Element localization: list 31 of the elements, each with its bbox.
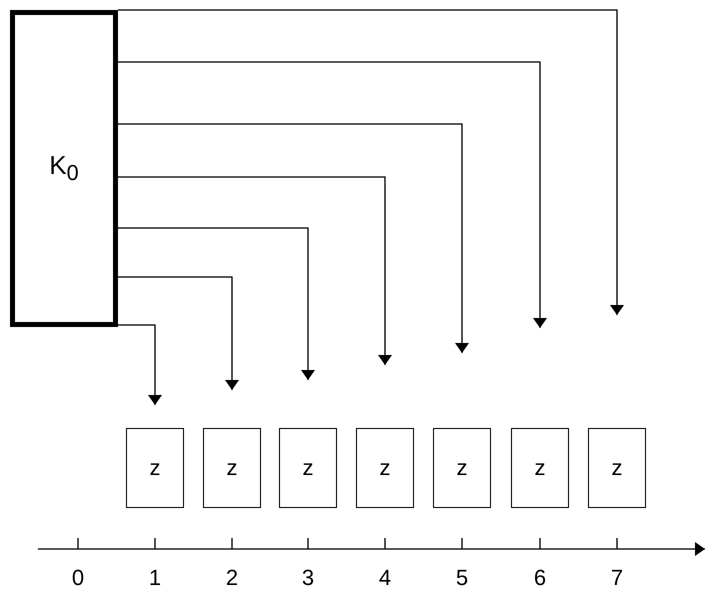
process-box bbox=[203, 428, 261, 508]
process-box bbox=[511, 428, 569, 508]
axis-tick-label: 1 bbox=[148, 566, 162, 590]
axis-tick-label: 2 bbox=[224, 566, 240, 590]
process-box bbox=[279, 428, 337, 508]
key-box bbox=[10, 10, 118, 327]
axis-tick-label: 6 bbox=[532, 566, 548, 590]
process-box bbox=[356, 428, 414, 508]
axis-tick-label: 4 bbox=[378, 566, 392, 590]
node-label: z bbox=[380, 455, 390, 481]
axis-tick-label: 7 bbox=[610, 566, 624, 590]
arrow bbox=[118, 123, 469, 353]
process-box bbox=[588, 428, 646, 508]
axis-tick-label: 3 bbox=[300, 566, 316, 590]
node-label: z bbox=[534, 455, 546, 481]
axis-tick-label: 5 bbox=[454, 566, 470, 590]
process-box bbox=[433, 428, 491, 508]
node-label: z bbox=[612, 455, 622, 481]
arrow bbox=[118, 324, 162, 405]
node-label: K$_{0}$ bbox=[49, 150, 79, 187]
node-label: z bbox=[302, 455, 314, 481]
arrow bbox=[118, 176, 392, 365]
arrow bbox=[118, 9, 624, 315]
arrow bbox=[118, 61, 547, 328]
axis-tick-label: 0 bbox=[70, 566, 86, 590]
node-label: z bbox=[150, 455, 160, 481]
arrow bbox=[118, 227, 315, 380]
node-label: z bbox=[456, 455, 468, 481]
process-box bbox=[126, 428, 184, 508]
arrow bbox=[118, 276, 239, 390]
node-label: z bbox=[226, 455, 238, 481]
